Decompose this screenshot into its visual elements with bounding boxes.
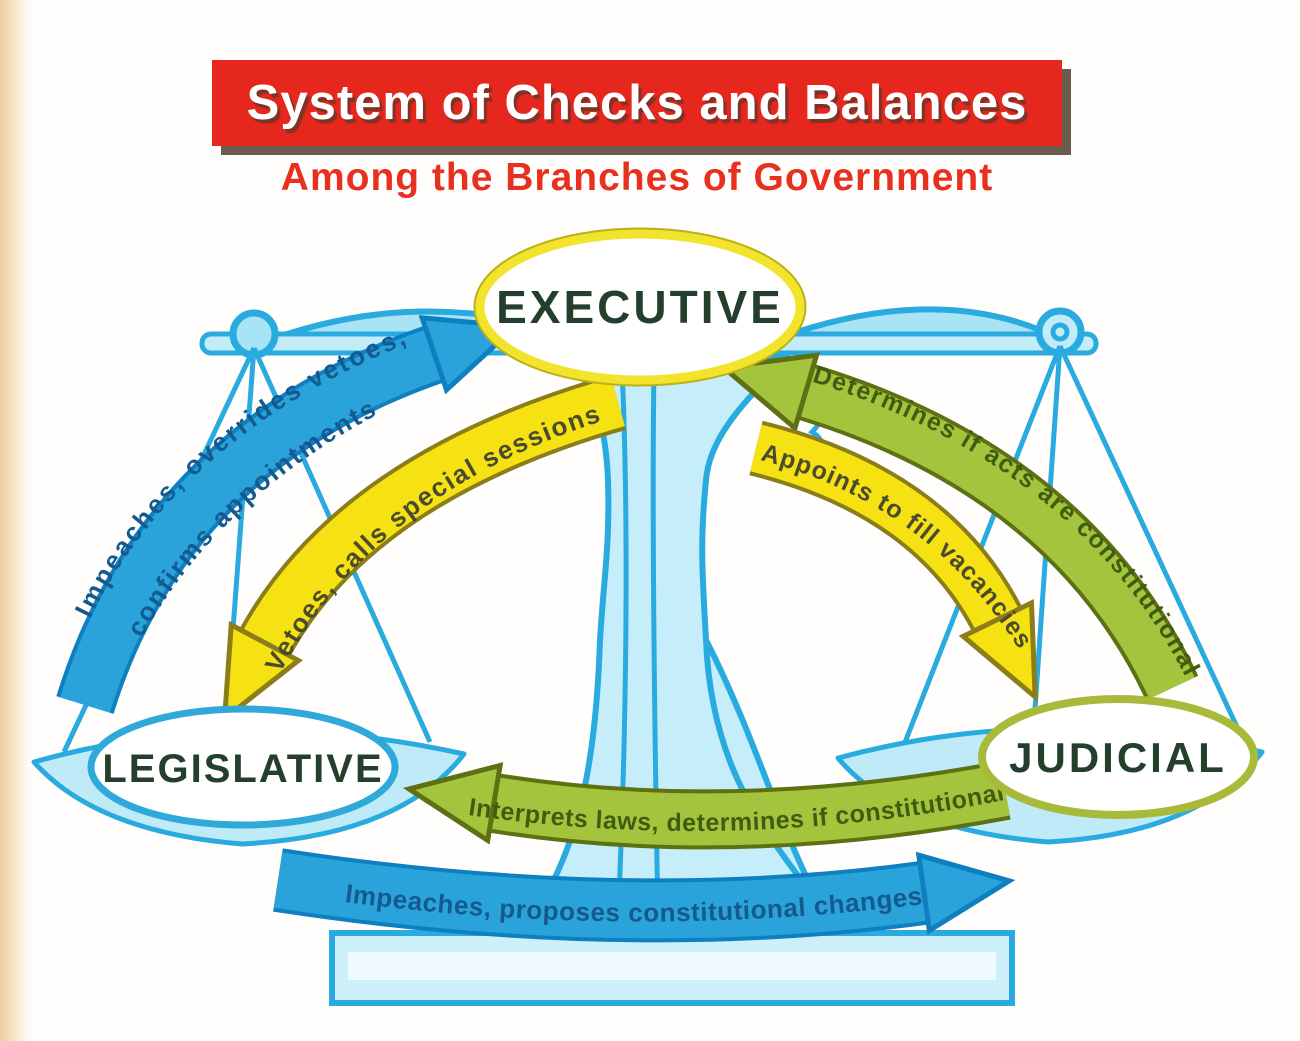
- scale-base-highlight: [348, 952, 996, 980]
- scale-string: [1057, 344, 1247, 744]
- judicial-oval: JUDICIAL: [978, 695, 1258, 819]
- page-subtitle: Among the Branches of Government: [280, 156, 994, 199]
- judicial-label: JUDICIAL: [1009, 734, 1227, 781]
- page-title: System of Checks and Balances: [246, 76, 1028, 130]
- arrow-judicial-to-legislative: Interprets laws, determines if constitut…: [402, 760, 1011, 850]
- executive-label: EXECUTIVE: [496, 281, 784, 333]
- legislative-label: LEGISLATIVE: [102, 747, 383, 791]
- executive-oval: EXECUTIVE: [473, 227, 807, 387]
- legislative-oval: LEGISLATIVE: [87, 705, 399, 829]
- scanned-page-edge: [0, 0, 34, 1041]
- scale-right-knob-curl: [1050, 322, 1070, 342]
- arrow-legislative-to-judicial: Impeaches, proposes constitutional chang…: [273, 848, 1016, 943]
- title-banner: System of Checks and Balances: [212, 60, 1062, 146]
